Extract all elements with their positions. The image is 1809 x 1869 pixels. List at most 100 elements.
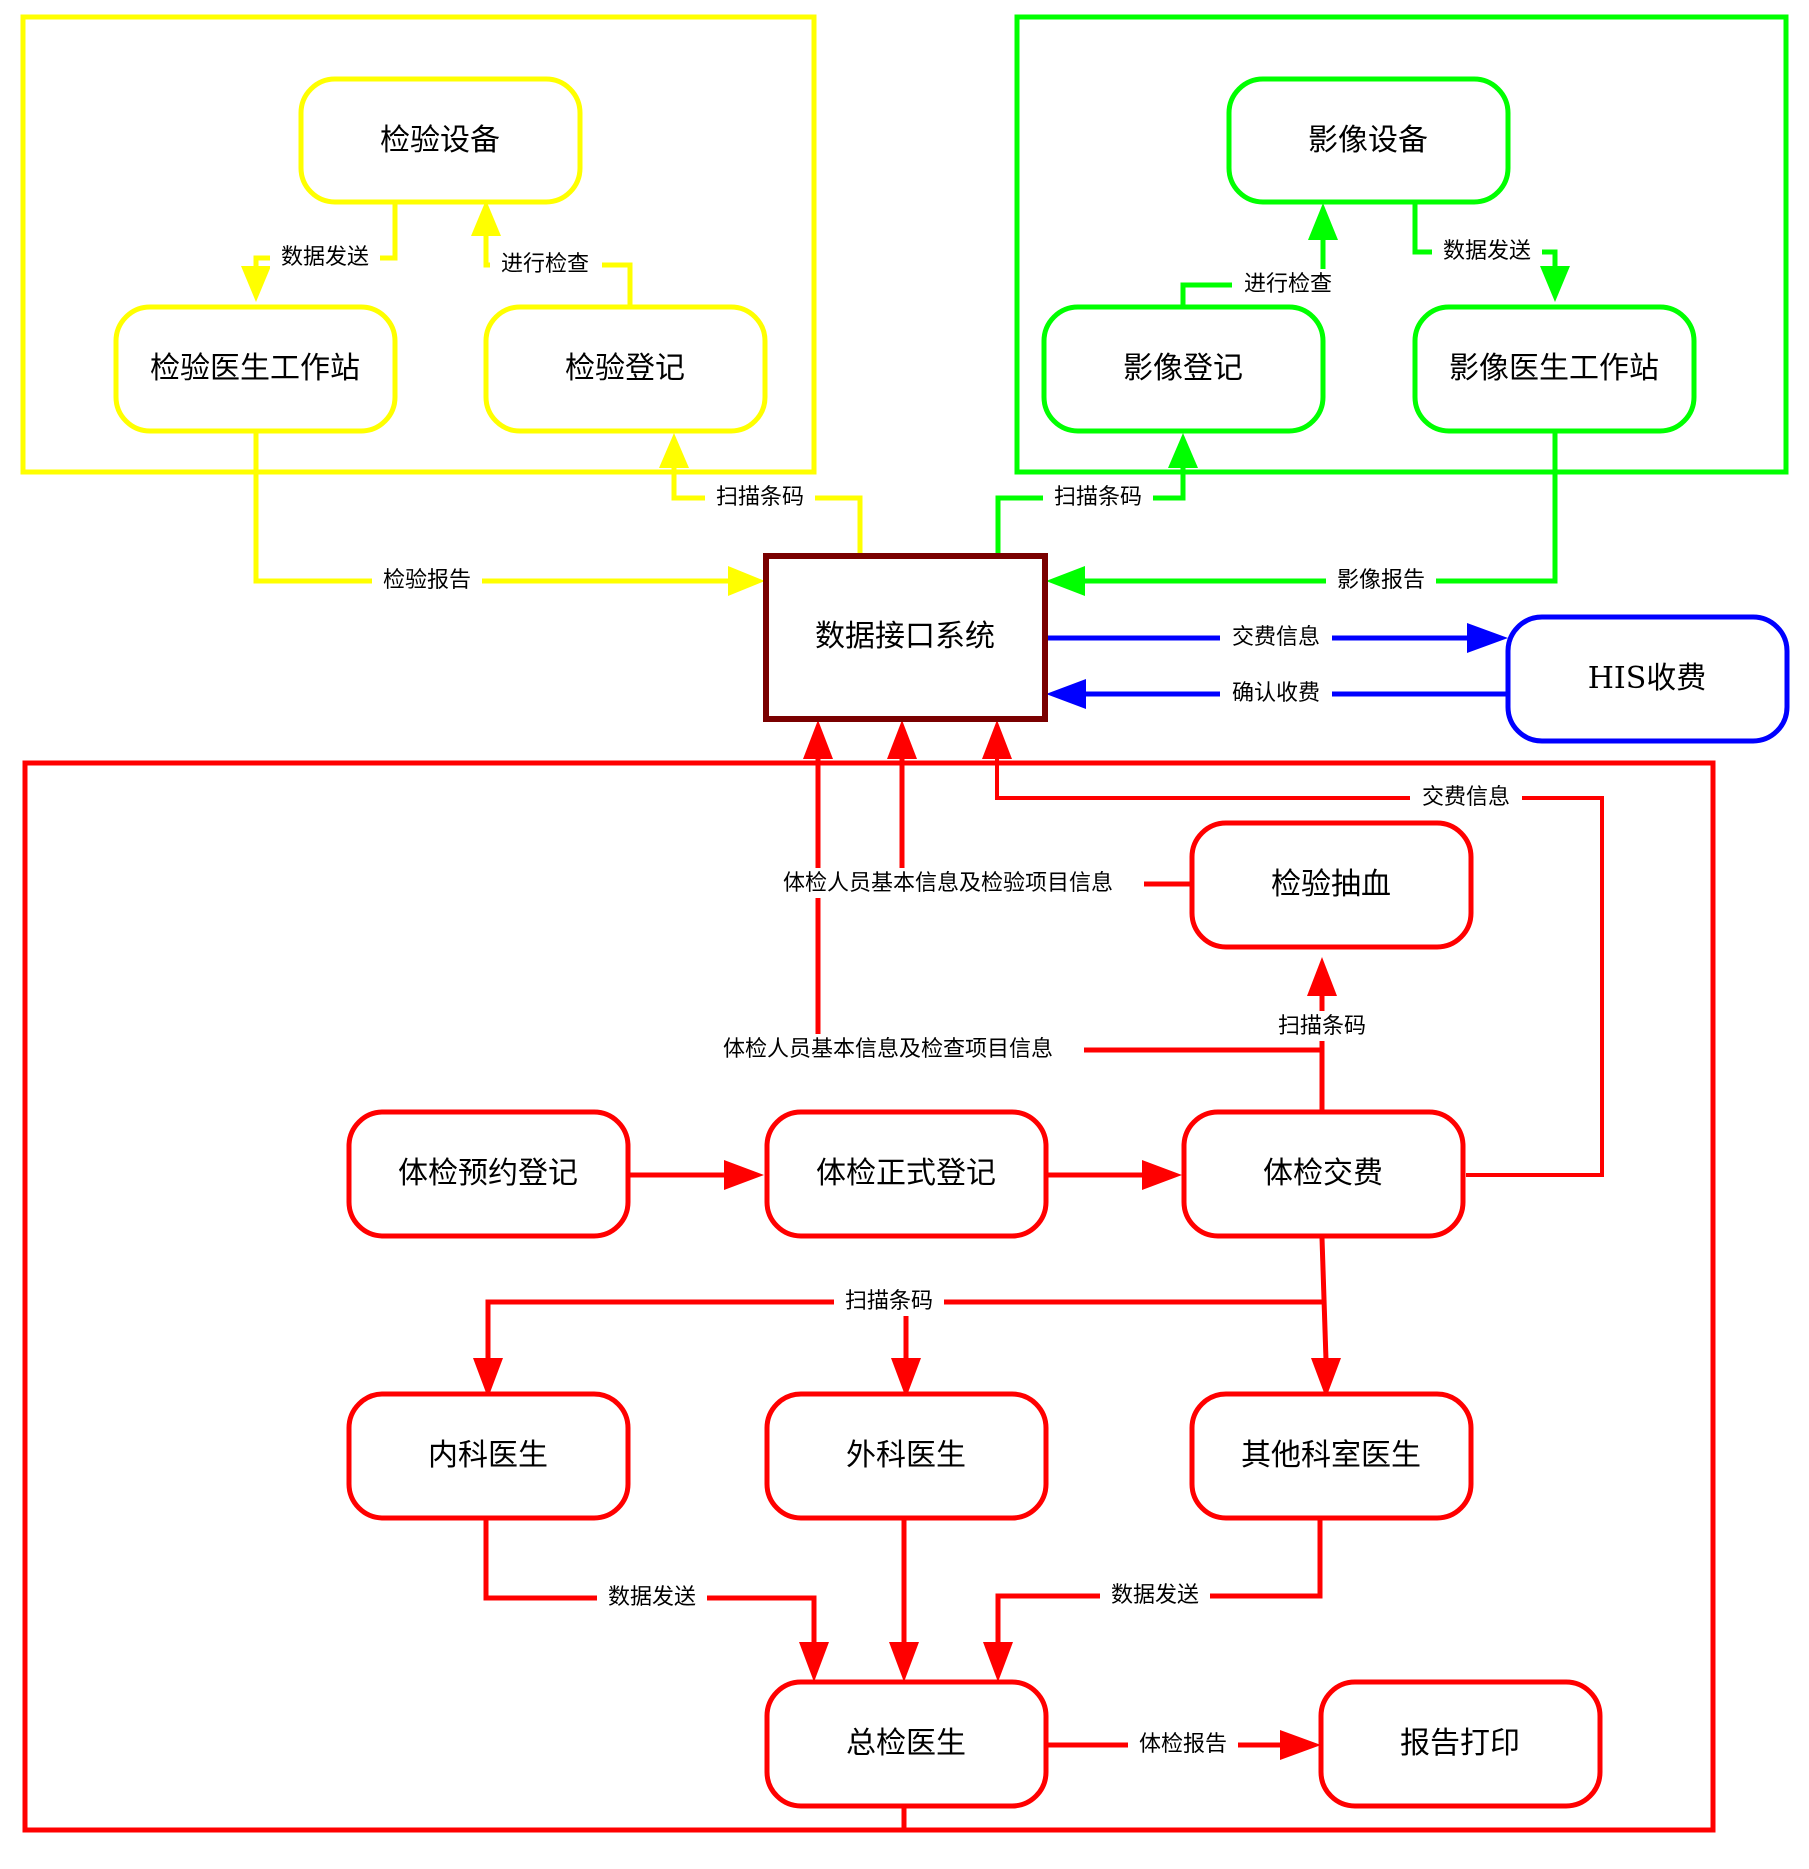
label-lab-items-info: 体检人员基本信息及检验项目信息 <box>752 868 1144 898</box>
node-lab-register: 检验登记 <box>483 304 768 434</box>
arrowhead-send-internal <box>799 1642 829 1682</box>
arrowhead-confirm-fee <box>1046 679 1086 709</box>
node-lab-device-label: 检验设备 <box>380 123 500 158</box>
label-exam-report-text: 体检报告 <box>1139 1732 1227 1757</box>
arrowhead-scan-internal <box>473 1358 503 1398</box>
node-his: HIS收费 <box>1505 614 1790 744</box>
node-other-dept-label: 其他科室医生 <box>1241 1438 1421 1473</box>
label-img-exam-text: 进行检查 <box>1244 272 1332 297</box>
label-img-send: 数据发送 <box>1432 236 1542 266</box>
node-img-register: 影像登记 <box>1041 304 1326 434</box>
node-chief-label: 总检医生 <box>846 1726 966 1761</box>
arrowhead-formal-to-payment <box>1142 1160 1182 1190</box>
label-confirm-fee: 确认收费 <box>1220 678 1332 708</box>
label-lab-send-text: 数据发送 <box>281 245 369 270</box>
label-send-other: 数据发送 <box>1100 1580 1210 1610</box>
arrowhead-img-scan <box>1168 433 1198 468</box>
arrowhead-lab-exam <box>471 200 501 236</box>
node-blood-draw-label: 检验抽血 <box>1271 867 1391 902</box>
label-exam-items-info: 体检人员基本信息及检查项目信息 <box>692 1034 1084 1064</box>
node-surgical: 外科医生 <box>764 1391 1049 1521</box>
label-img-report: 影像报告 <box>1326 565 1436 595</box>
node-formal-register-label: 体检正式登记 <box>816 1156 996 1191</box>
arrowhead-surgical-to-chief <box>889 1642 919 1682</box>
node-payment: 体检交费 <box>1181 1109 1466 1239</box>
node-formal-register: 体检正式登记 <box>764 1109 1049 1239</box>
label-fee-info-exam-text: 交费信息 <box>1422 785 1510 810</box>
node-img-register-label: 影像登记 <box>1123 351 1243 386</box>
arrowhead-img-send <box>1540 266 1570 302</box>
node-his-label: HIS收费 <box>1588 661 1707 696</box>
node-report-print: 报告打印 <box>1318 1679 1603 1809</box>
node-lab-register-label: 检验登记 <box>565 351 685 386</box>
node-payment-label: 体检交费 <box>1263 1156 1383 1191</box>
node-img-device: 影像设备 <box>1226 76 1511 205</box>
arrowhead-payment-to-other <box>1311 1358 1341 1398</box>
edge-lab-report <box>253 433 733 584</box>
arrowhead-img-report <box>1046 566 1085 596</box>
label-lab-scan-text: 扫描条码 <box>716 485 804 510</box>
node-internal-label: 内科医生 <box>428 1438 548 1473</box>
label-lab-scan: 扫描条码 <box>705 482 815 512</box>
label-scan-doctors: 扫描条码 <box>834 1286 944 1316</box>
edge-lab-items-info <box>899 758 1192 887</box>
label-img-send-text: 数据发送 <box>1443 239 1531 264</box>
label-lab-exam-text: 进行检查 <box>501 252 589 277</box>
label-lab-report-text: 检验报告 <box>383 568 471 593</box>
label-fee-info: 交费信息 <box>1220 622 1332 652</box>
arrowhead-lab-items-info <box>887 720 917 759</box>
node-img-workstation: 影像医生工作站 <box>1412 304 1697 434</box>
label-send-internal-text: 数据发送 <box>608 1585 696 1610</box>
arrowhead-fee-info-exam <box>982 720 1012 759</box>
node-report-print-label: 报告打印 <box>1400 1726 1520 1761</box>
edge-img-report <box>1085 433 1558 584</box>
arrowhead-fee-info <box>1467 623 1508 653</box>
arrowhead-lab-report <box>728 566 765 596</box>
arrowhead-scan-surgical <box>891 1358 921 1398</box>
label-send-other-text: 数据发送 <box>1111 1583 1199 1608</box>
node-interface: 数据接口系统 <box>763 553 1048 722</box>
label-img-report-text: 影像报告 <box>1337 568 1425 593</box>
label-img-exam: 进行检查 <box>1232 269 1344 299</box>
label-scan-blood-text: 扫描条码 <box>1278 1014 1366 1039</box>
label-fee-info-text: 交费信息 <box>1232 625 1320 650</box>
label-exam-items-info-text: 体检人员基本信息及检查项目信息 <box>723 1037 1053 1062</box>
lab-group-frame <box>20 14 817 475</box>
arrowhead-exam-items-info <box>803 720 833 759</box>
label-img-scan-text: 扫描条码 <box>1054 485 1142 510</box>
label-exam-report: 体检报告 <box>1128 1729 1238 1759</box>
edge-fee-info-exam <box>995 758 1604 1177</box>
label-fee-info-exam: 交费信息 <box>1410 782 1522 812</box>
arrowhead-scan-blood <box>1307 957 1337 996</box>
arrowhead-send-other <box>983 1642 1013 1682</box>
arrowhead-appoint-to-formal <box>724 1160 764 1190</box>
node-other-dept: 其他科室医生 <box>1189 1391 1474 1521</box>
node-img-device-label: 影像设备 <box>1308 123 1428 158</box>
label-lab-exam: 进行检查 <box>490 249 602 279</box>
label-confirm-fee-text: 确认收费 <box>1232 681 1320 706</box>
node-lab-workstation-label: 检验医生工作站 <box>150 351 360 386</box>
node-appointment-label: 体检预约登记 <box>398 1156 578 1191</box>
imaging-group-frame <box>1014 14 1789 475</box>
node-interface-label: 数据接口系统 <box>815 619 995 654</box>
edge-payment-to-other <box>1319 1237 1329 1361</box>
exam-group-frame <box>22 760 1716 1833</box>
node-internal: 内科医生 <box>346 1391 631 1521</box>
label-img-scan: 扫描条码 <box>1043 482 1153 512</box>
label-lab-items-info-text: 体检人员基本信息及检验项目信息 <box>783 871 1113 896</box>
node-chief: 总检医生 <box>764 1679 1049 1809</box>
node-appointment: 体检预约登记 <box>346 1109 631 1239</box>
edge-scan-doctors <box>485 1299 1326 1358</box>
node-img-workstation-label: 影像医生工作站 <box>1449 351 1659 386</box>
node-blood-draw: 检验抽血 <box>1189 820 1474 950</box>
node-lab-device: 检验设备 <box>298 76 583 205</box>
label-lab-send: 数据发送 <box>270 242 380 272</box>
node-lab-workstation: 检验医生工作站 <box>113 304 398 434</box>
node-surgical-label: 外科医生 <box>846 1438 966 1473</box>
label-lab-report: 检验报告 <box>372 565 482 595</box>
label-scan-blood: 扫描条码 <box>1267 1011 1377 1041</box>
arrowhead-img-exam <box>1308 203 1338 240</box>
label-send-internal: 数据发送 <box>597 1582 707 1612</box>
edge-send-internal <box>483 1518 817 1643</box>
